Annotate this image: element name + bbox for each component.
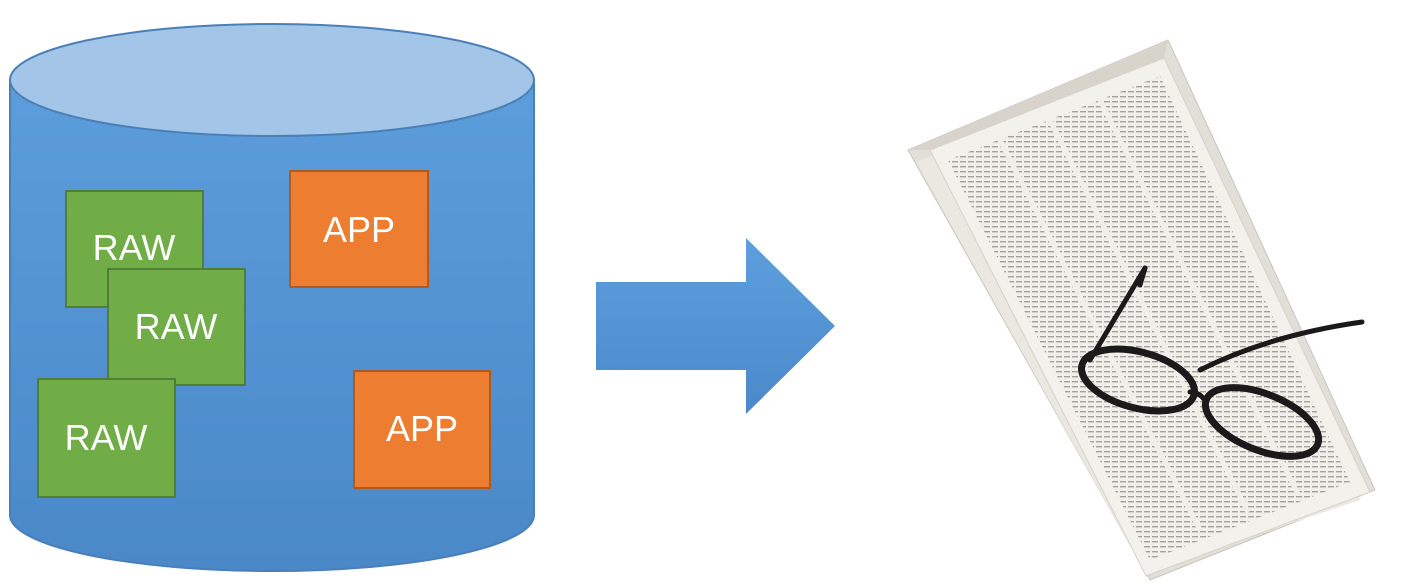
app-box-label: APP [386, 408, 458, 449]
raw-box-label: RAW [93, 227, 176, 268]
raw-box: RAW [107, 268, 246, 386]
cylinder-top [9, 23, 535, 137]
newspaper-with-glasses-icon [907, 39, 1376, 581]
raw-box-label: RAW [65, 417, 148, 458]
app-box: APP [353, 370, 491, 489]
app-box: APP [289, 170, 429, 288]
raw-box-label: RAW [135, 306, 218, 347]
raw-box: RAW [37, 378, 176, 498]
app-box-label: APP [323, 209, 395, 250]
right-arrow-icon [596, 238, 835, 414]
